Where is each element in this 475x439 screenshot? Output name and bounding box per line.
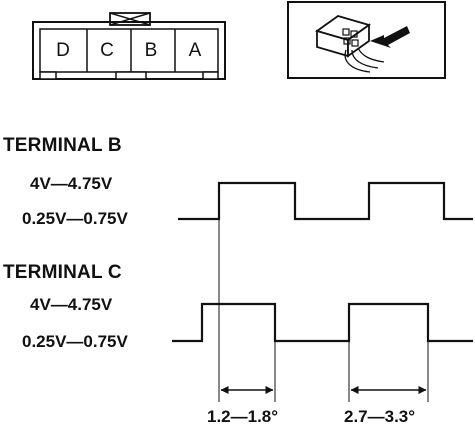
connector-pin-hole [343,37,351,45]
connector-notch [202,71,219,80]
connector-pin-b-label: B [144,40,158,61]
connector-notch [39,71,57,80]
wire [344,49,371,73]
terminal-c-title: TERMINAL C [3,262,122,283]
phase-offset-label: 1.2—1.8° [207,407,279,426]
wire [351,49,379,69]
terminal-b-low-level: 0.25V—0.75V [22,209,128,228]
pulse-width-label: 2.7—3.3° [344,407,416,426]
terminal-c-low-level: 0.25V—0.75V [22,332,128,351]
probe-view-inset [287,1,446,79]
connector-lock-tab [109,12,151,26]
terminal-c-waveform [172,302,473,343]
inset-frame [287,1,446,79]
connector-face [32,12,226,80]
terminal-b-title: TERMINAL B [3,135,122,156]
probe-arrow-icon [370,26,410,48]
terminal-b-waveform [178,181,473,221]
connector-pin-hole [351,39,359,47]
connector-pin-c-label: C [100,40,114,61]
terminal-b-high-level: 4V—4.75V [30,174,113,193]
connector-notch [115,71,147,80]
connector-pin-hole [350,30,358,38]
connector-pin-d-label: D [56,40,70,61]
connector-pin-hole [342,28,350,36]
wire [357,47,385,63]
dimension-extension-lines [218,219,429,402]
terminal-c-high-level: 4V—4.75V [30,295,113,314]
connector-pin-a-label: A [188,40,202,61]
lock-tab-cross-line [109,12,151,26]
